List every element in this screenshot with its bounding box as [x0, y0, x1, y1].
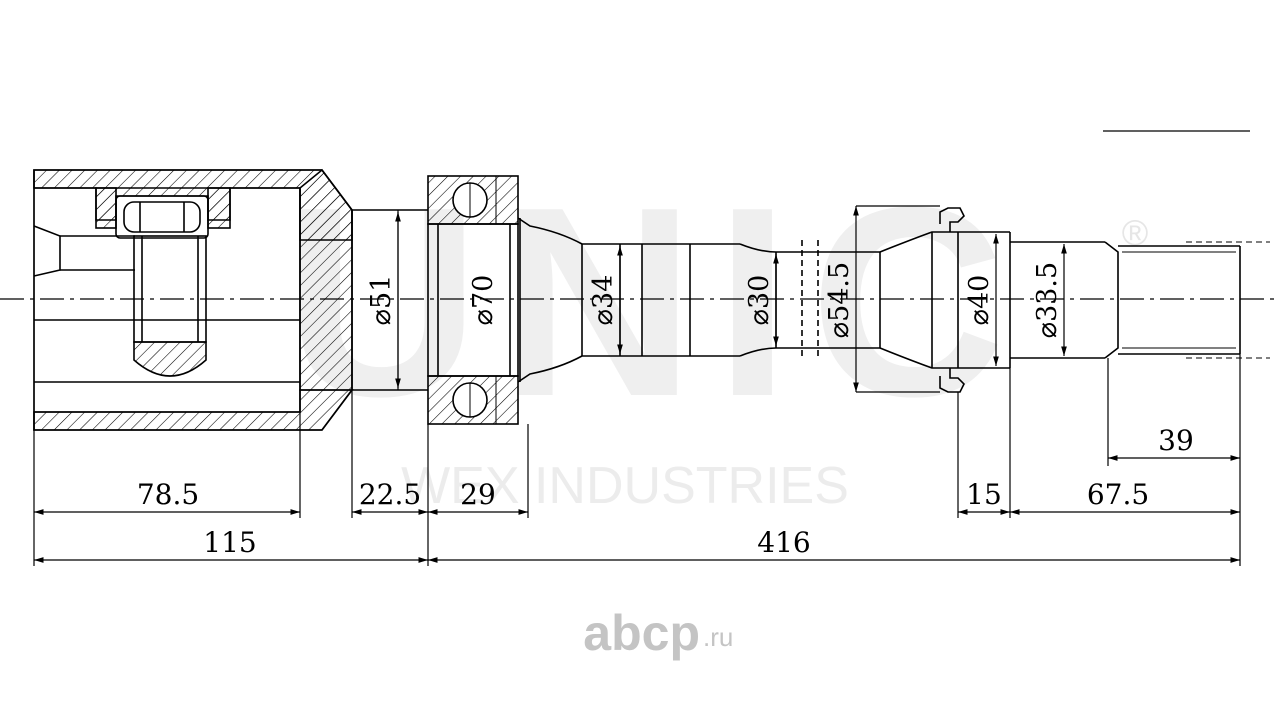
bearing [427, 175, 519, 425]
label-d51: ⌀51 [366, 275, 397, 326]
label-d30: ⌀30 [744, 275, 775, 326]
watermark-brand: UNIC [285, 152, 1025, 453]
d54-extents [853, 205, 940, 393]
label-d33-5: ⌀33.5 [1032, 262, 1063, 338]
label-d40: ⌀40 [964, 275, 995, 326]
label-39: 39 [1158, 424, 1194, 457]
label-15: 15 [966, 478, 1002, 511]
label-78-5: 78.5 [137, 478, 199, 511]
extension-lines [33, 170, 1241, 566]
watermark-registered: ® [1122, 212, 1149, 253]
label-67-5: 67.5 [1087, 478, 1149, 511]
site-logo: abcp .ru [583, 605, 733, 661]
label-29: 29 [460, 478, 496, 511]
label-22-5: 22.5 [359, 478, 421, 511]
diameter-lines [395, 212, 1067, 388]
diameter-labels: ⌀51 ⌀70 ⌀34 ⌀30 ⌀54.5 ⌀40 ⌀33.5 [366, 262, 1063, 338]
label-115: 115 [203, 526, 256, 559]
watermark: UNIC ® WEX INDUSTRIES [285, 152, 1148, 515]
shaft-body [517, 207, 1270, 393]
label-d70: ⌀70 [468, 275, 499, 326]
label-416: 416 [757, 526, 810, 559]
logo-name: abcp [583, 605, 700, 661]
joint-housing [33, 168, 354, 431]
label-d54-5: ⌀54.5 [824, 262, 855, 338]
watermark-company: WEX INDUSTRIES [401, 457, 849, 515]
dimension-labels: 78.5 22.5 29 15 67.5 39 115 416 [137, 424, 1194, 559]
label-d34: ⌀34 [588, 275, 619, 326]
logo-suffix: .ru [703, 622, 733, 652]
